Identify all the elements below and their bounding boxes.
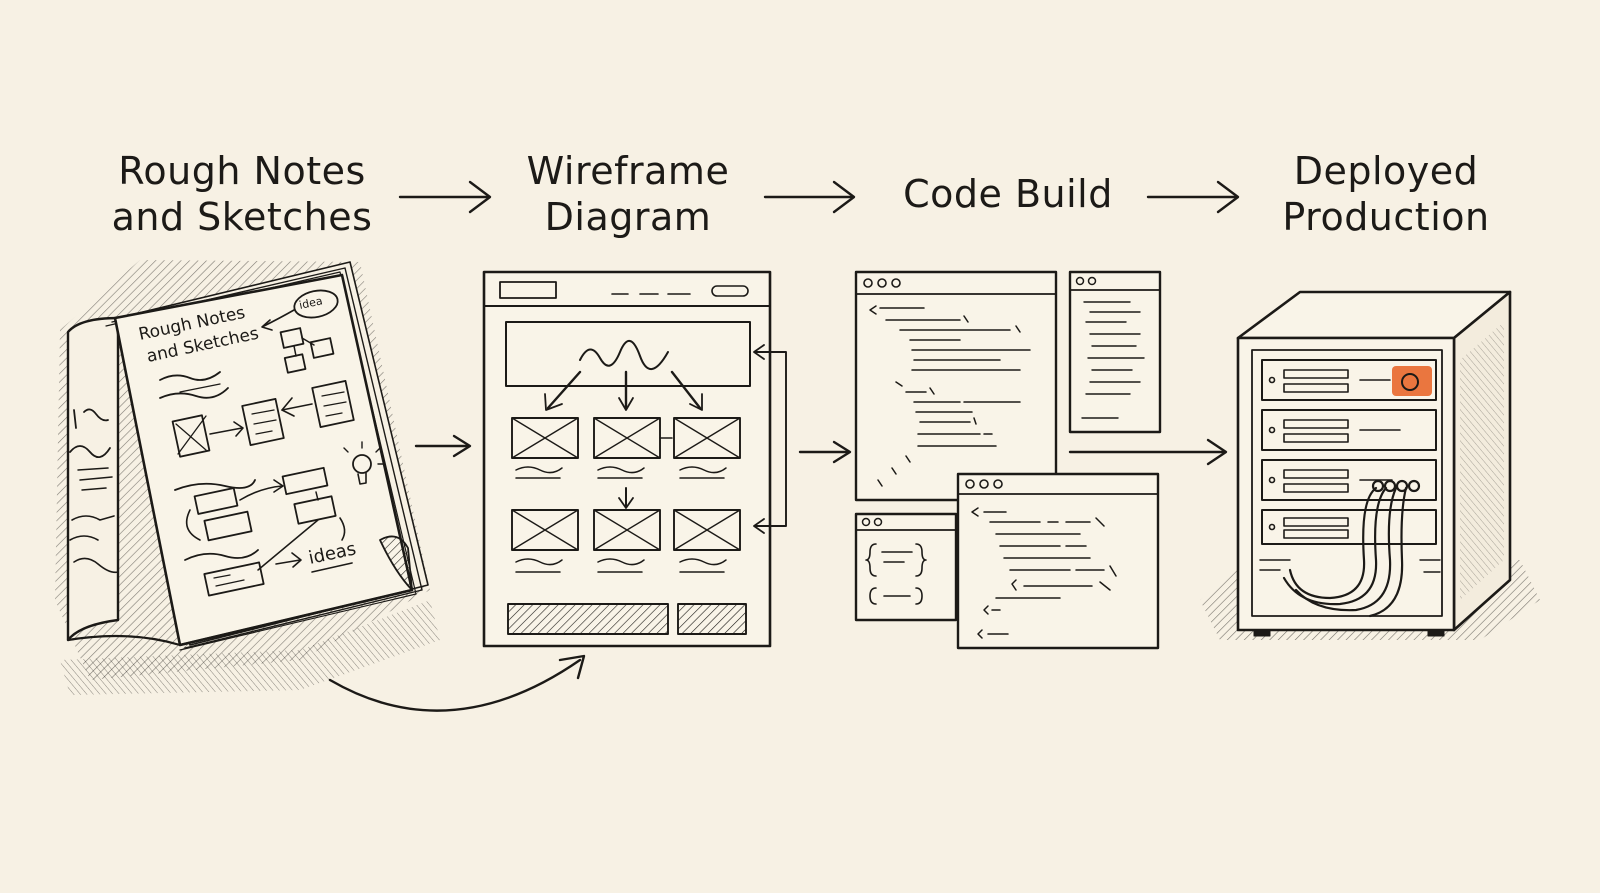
stage-title-line: Rough Notes: [118, 149, 366, 193]
stage-title-deployed: Deployed Production: [1236, 148, 1536, 240]
code-windows: [854, 270, 1162, 650]
notebook-bubble-text: idea: [298, 294, 324, 312]
curved-arrow-notebook-to-wireframe: [328, 654, 586, 712]
flow-arrow-top-3: [1146, 180, 1240, 214]
stage-title-line: Diagram: [544, 195, 712, 239]
power-indicator: [1392, 366, 1432, 396]
flow-arrow-mid-1: [414, 434, 472, 458]
flow-arrow-mid-3: [1068, 438, 1228, 466]
power-icon: [1401, 373, 1419, 391]
code-window-markup: [956, 472, 1160, 650]
stage-title-line: Deployed: [1293, 149, 1479, 193]
stage-title-wireframe: Wireframe Diagram: [478, 148, 778, 240]
stage-title-line: Wireframe: [526, 149, 730, 193]
notebook-sketch: Rough Notes and Sketches idea: [55, 260, 440, 695]
flow-arrow-mid-2: [798, 440, 852, 464]
wireframe-sketch: [482, 270, 787, 648]
flow-arrow-top-2: [763, 180, 856, 214]
stage-title-rough-notes: Rough Notes and Sketches: [92, 148, 392, 240]
stage-title-line: Production: [1282, 195, 1490, 239]
server-rack: [1200, 290, 1540, 640]
code-window-main: [854, 270, 1058, 502]
stage-title-code-build: Code Build: [858, 171, 1158, 217]
flow-arrow-top-1: [398, 180, 492, 214]
stage-title-line: Code Build: [903, 172, 1113, 216]
code-window-side: [1068, 270, 1162, 434]
stage-title-line: and Sketches: [111, 195, 373, 239]
code-window-small: [854, 512, 958, 622]
